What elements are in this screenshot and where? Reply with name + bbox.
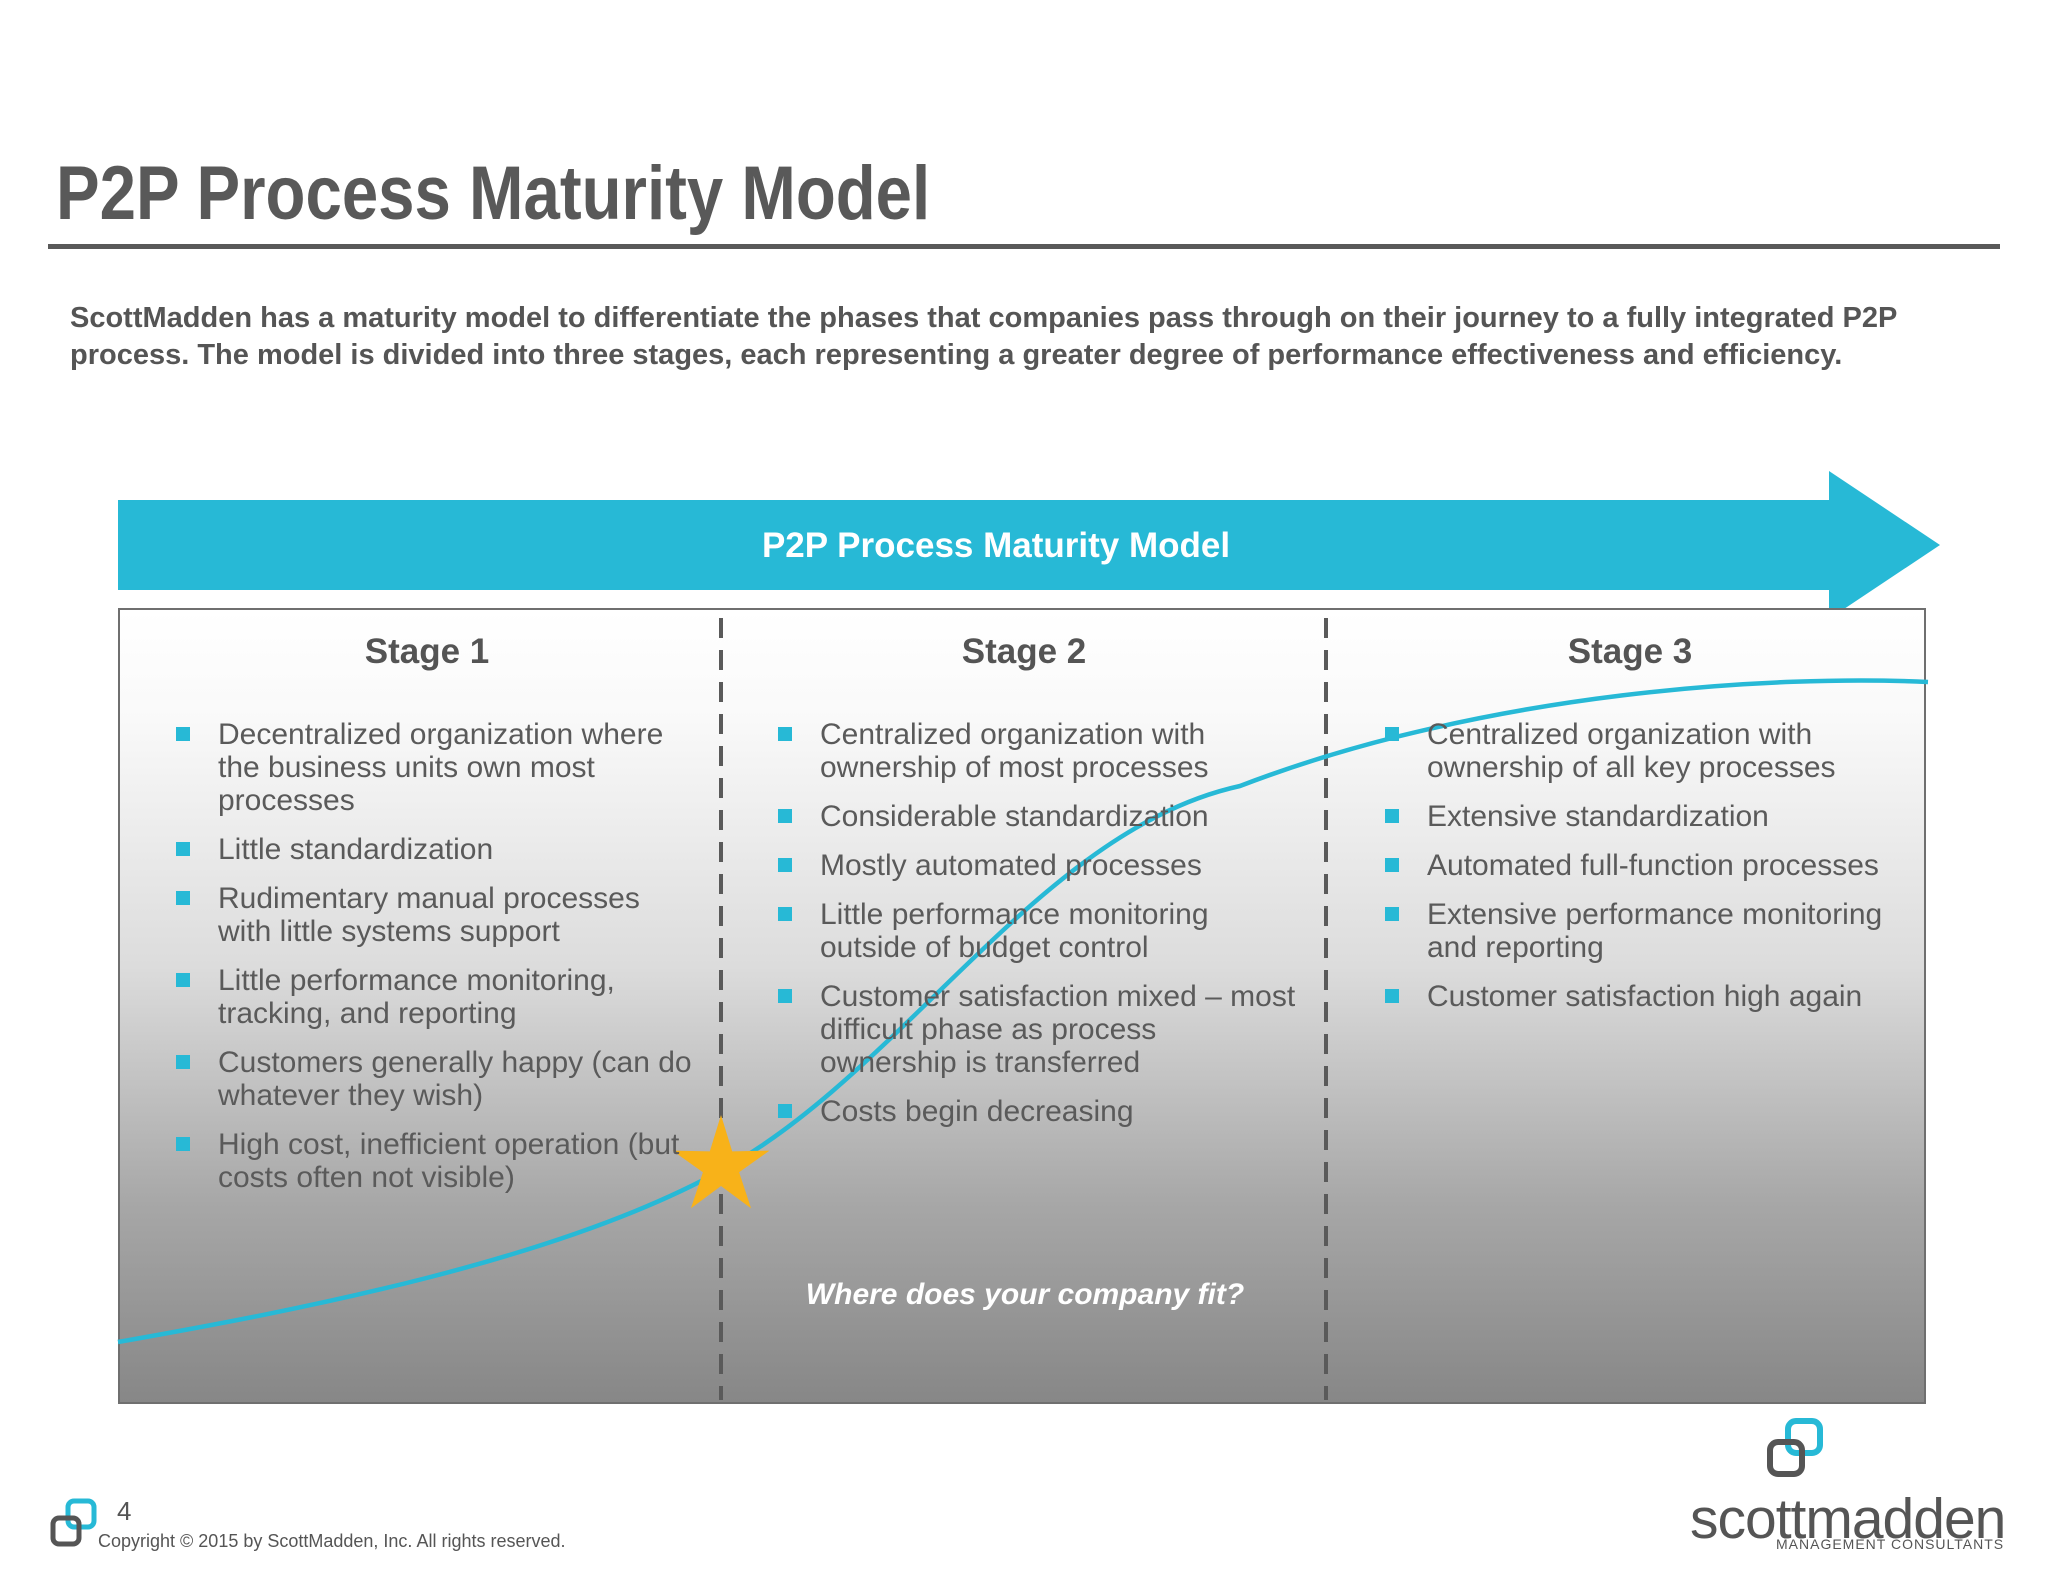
bullet-square-icon	[176, 842, 190, 856]
bullet-square-icon	[1385, 858, 1399, 872]
scottmadden-small-logo-icon	[50, 1498, 97, 1547]
scottmadden-logo-icon	[1767, 1418, 1823, 1477]
bullet-square-icon	[778, 809, 792, 823]
bullet-square-icon	[176, 1055, 190, 1069]
stage-1-title: Stage 1	[364, 632, 490, 671]
list-item: Extensive standardization	[1385, 800, 1915, 833]
list-item: Customers generally happy (can do whatev…	[176, 1046, 696, 1112]
bullet-square-icon	[176, 973, 190, 987]
list-item: Mostly automated processes	[778, 849, 1298, 882]
stage-3-bullets: Centralized organization with ownership …	[1385, 718, 1915, 1029]
stage-3-title: Stage 3	[1567, 632, 1693, 671]
stage-2-title: Stage 2	[961, 632, 1087, 671]
list-item: Little performance monitoring, tracking,…	[176, 964, 696, 1030]
fit-question: Where does your company fit?	[805, 1278, 1245, 1311]
list-item: Customer satisfaction high again	[1385, 980, 1915, 1013]
intro-text: ScottMadden has a maturity model to diff…	[70, 302, 1897, 371]
bullet-square-icon	[176, 891, 190, 905]
list-item: Little performance monitoring outside of…	[778, 898, 1298, 964]
bullet-square-icon	[176, 1137, 190, 1151]
list-item: Considerable standardization	[778, 800, 1298, 833]
bullet-square-icon	[778, 858, 792, 872]
title-rule	[48, 244, 2000, 249]
list-item: High cost, inefficient operation (but co…	[176, 1128, 696, 1194]
bullet-square-icon	[778, 1104, 792, 1118]
stage-2-bullets: Centralized organization with ownership …	[778, 718, 1298, 1144]
copyright: Copyright © 2015 by ScottMadden, Inc. Al…	[98, 1531, 566, 1551]
bullet-square-icon	[778, 989, 792, 1003]
brand-wordmark: scottmadden	[1690, 1487, 2006, 1551]
list-item: Decentralized organization where the bus…	[176, 718, 696, 817]
arrow-label: P2P Process Maturity Model	[761, 526, 1231, 565]
list-item: Centralized organization with ownership …	[1385, 718, 1915, 784]
bullet-square-icon	[176, 727, 190, 741]
page-title: P2P Process Maturity Model	[56, 151, 931, 236]
bullet-square-icon	[778, 907, 792, 921]
list-item: Centralized organization with ownership …	[778, 718, 1298, 784]
list-item: Little standardization	[176, 833, 696, 866]
maturity-arrow	[118, 471, 1940, 619]
list-item: Customer satisfaction mixed – most diffi…	[778, 980, 1298, 1079]
bullet-square-icon	[1385, 907, 1399, 921]
bullet-square-icon	[1385, 809, 1399, 823]
page-number: 4	[117, 1496, 132, 1526]
list-item: Automated full-function processes	[1385, 849, 1915, 882]
list-item: Costs begin decreasing	[778, 1095, 1298, 1128]
bullet-square-icon	[1385, 989, 1399, 1003]
list-item: Rudimentary manual processes with little…	[176, 882, 696, 948]
bullet-square-icon	[778, 727, 792, 741]
bullet-square-icon	[1385, 727, 1399, 741]
brand-tagline: MANAGEMENT CONSULTANTS	[1776, 1536, 2005, 1552]
list-item: Extensive performance monitoring and rep…	[1385, 898, 1915, 964]
stage-1-bullets: Decentralized organization where the bus…	[176, 718, 696, 1210]
